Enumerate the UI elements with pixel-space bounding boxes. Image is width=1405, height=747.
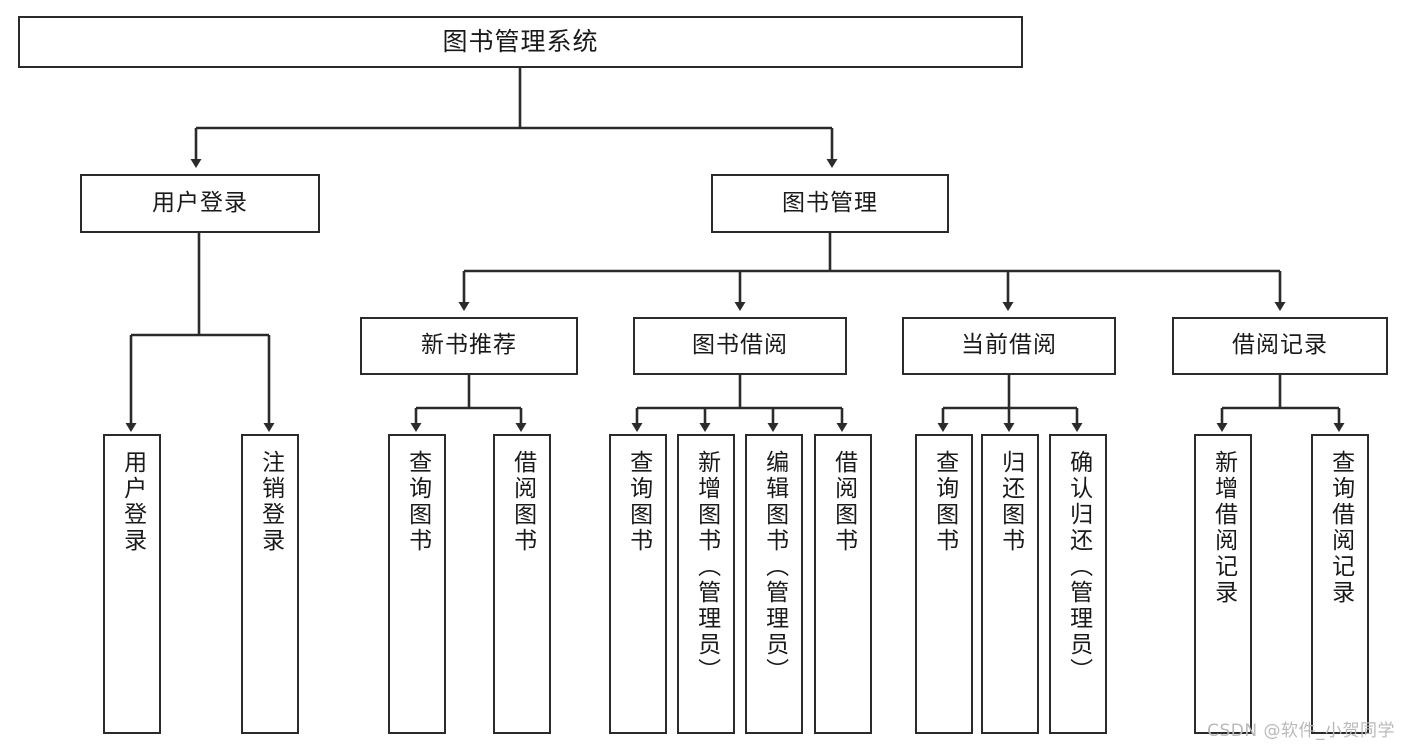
node-leaf-query-book-2[interactable]: 查询图书 xyxy=(609,434,667,734)
node-leaf-add-book[interactable]: 新增图书（管理员） xyxy=(677,434,735,734)
node-leaf-borrow-book-2[interactable]: 借阅图书 xyxy=(814,434,872,734)
node-leaf-user-login[interactable]: 用户登录 xyxy=(103,434,161,734)
node-current-borrow[interactable]: 当前借阅 xyxy=(902,317,1116,375)
node-book-borrow[interactable]: 图书借阅 xyxy=(633,317,847,375)
node-leaf-return-book-label: 归还图书 xyxy=(997,450,1024,554)
node-leaf-query-book-3-label: 查询图书 xyxy=(931,450,958,554)
node-current-borrow-label: 当前借阅 xyxy=(961,332,1057,359)
node-leaf-borrow-book-1[interactable]: 借阅图书 xyxy=(493,434,551,734)
node-leaf-logout-label: 注销登录 xyxy=(257,450,284,554)
node-new-book-rec-label: 新书推荐 xyxy=(421,332,517,359)
node-borrow-record[interactable]: 借阅记录 xyxy=(1172,317,1388,375)
node-leaf-query-book-1-label: 查询图书 xyxy=(404,450,431,554)
node-leaf-user-login-label: 用户登录 xyxy=(119,450,146,554)
node-leaf-query-record[interactable]: 查询借阅记录 xyxy=(1311,434,1369,734)
node-leaf-confirm-return-label: 确认归还（管理员） xyxy=(1065,450,1092,684)
node-leaf-edit-book[interactable]: 编辑图书（管理员） xyxy=(745,434,803,734)
node-user-login-label: 用户登录 xyxy=(152,189,248,216)
csdn-watermark: CSDN @软件_小贺同学 xyxy=(1207,721,1395,741)
node-leaf-return-book[interactable]: 归还图书 xyxy=(981,434,1039,734)
node-book-borrow-label: 图书借阅 xyxy=(692,332,788,359)
node-leaf-borrow-book-1-label: 借阅图书 xyxy=(509,450,536,554)
node-book-manage[interactable]: 图书管理 xyxy=(711,174,949,233)
node-root-label: 图书管理系统 xyxy=(442,27,599,57)
node-leaf-add-record[interactable]: 新增借阅记录 xyxy=(1194,434,1252,734)
node-borrow-record-label: 借阅记录 xyxy=(1232,332,1328,359)
node-user-login[interactable]: 用户登录 xyxy=(80,174,320,233)
node-book-manage-label: 图书管理 xyxy=(782,189,878,216)
node-leaf-logout[interactable]: 注销登录 xyxy=(241,434,299,734)
node-leaf-borrow-book-2-label: 借阅图书 xyxy=(830,450,857,554)
node-leaf-confirm-return[interactable]: 确认归还（管理员） xyxy=(1049,434,1107,734)
node-leaf-query-record-label: 查询借阅记录 xyxy=(1327,450,1354,606)
node-leaf-query-book-1[interactable]: 查询图书 xyxy=(388,434,446,734)
node-root[interactable]: 图书管理系统 xyxy=(18,16,1023,68)
node-leaf-add-record-label: 新增借阅记录 xyxy=(1210,450,1237,606)
node-leaf-query-book-2-label: 查询图书 xyxy=(625,450,652,554)
node-leaf-edit-book-label: 编辑图书（管理员） xyxy=(761,450,788,684)
node-new-book-rec[interactable]: 新书推荐 xyxy=(360,317,578,375)
node-leaf-add-book-label: 新增图书（管理员） xyxy=(693,450,720,684)
node-leaf-query-book-3[interactable]: 查询图书 xyxy=(915,434,973,734)
